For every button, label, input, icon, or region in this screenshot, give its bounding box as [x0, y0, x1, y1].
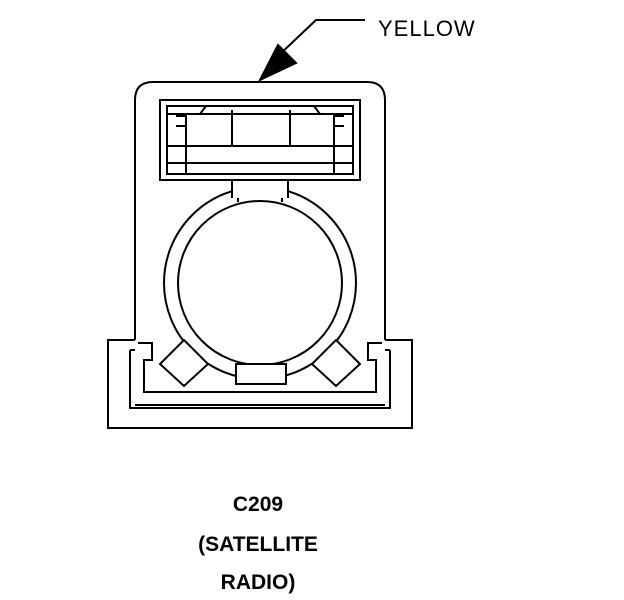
connector-description-line-2: RADIO)	[220, 571, 296, 594]
callout-leader	[257, 19, 365, 83]
terminal-block	[159, 99, 361, 181]
connector-housing	[134, 81, 386, 340]
lock-tab-base	[107, 339, 413, 429]
arrowhead-icon	[257, 43, 298, 83]
inner-cavity	[177, 200, 343, 366]
key-tab-right	[310, 338, 362, 388]
connector-description-line-1: (SATELLITE	[198, 533, 318, 556]
key-tab-left	[158, 338, 210, 388]
wire-color-label: YELLOW	[378, 16, 476, 41]
key-notch	[235, 363, 287, 385]
lock-tab-inner	[129, 350, 391, 409]
connector-id: C209	[232, 493, 284, 516]
